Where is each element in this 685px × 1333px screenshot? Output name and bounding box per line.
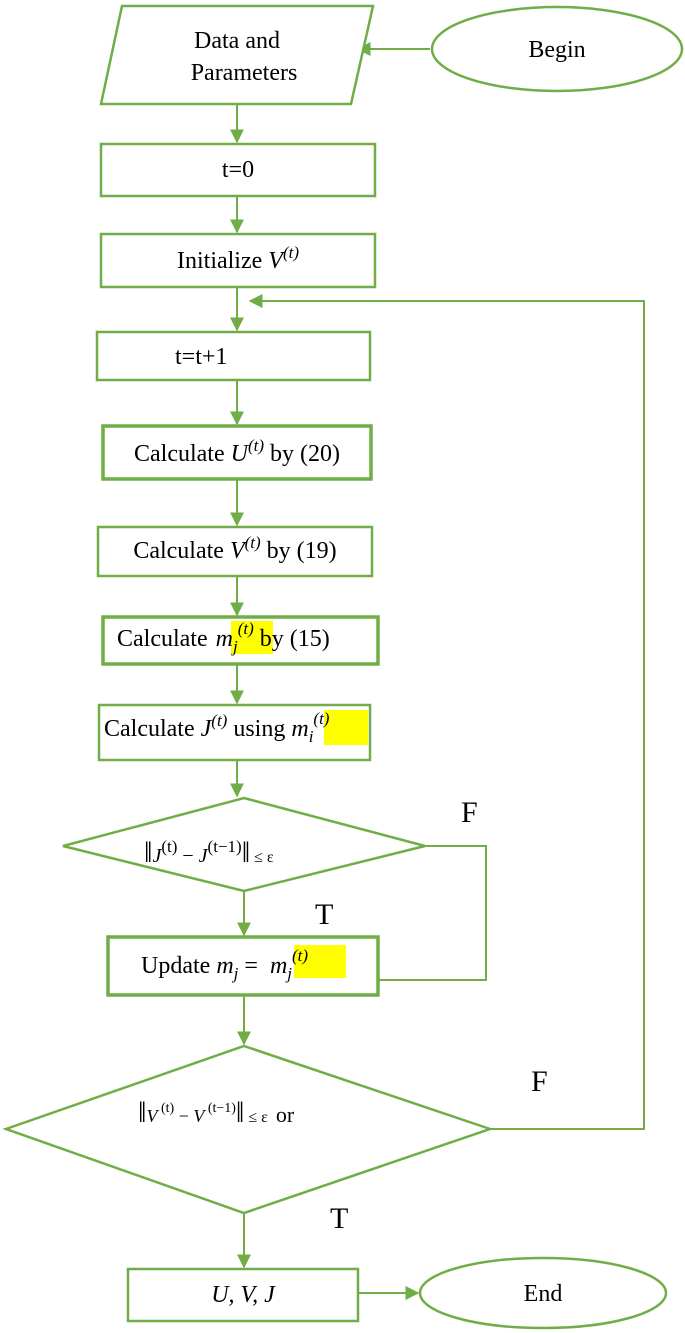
calc-u-node: Calculate U(t) by (20) (101, 424, 373, 481)
data-node: Data and Parameters (99, 4, 375, 106)
data-label-line2: Parameters (191, 60, 298, 86)
highlight-update-mj (294, 945, 346, 978)
tinc-node: t=t+1 (95, 330, 372, 382)
calc-j-node: Calculate J(t) using mi(t) (97, 703, 372, 762)
calc-j-label: Calculate J(t) using mi(t) (104, 709, 330, 746)
cond1-expression: ‖J(t) − J(t−1)‖≤ ε (144, 836, 274, 869)
begin-label: Begin (528, 37, 585, 63)
t0-node: t=0 (99, 142, 377, 198)
output-label: U, V, J (211, 1282, 276, 1308)
begin-node: Begin (430, 5, 684, 93)
update-label: Update mj = mj(t) (141, 946, 308, 983)
cond1-false-label: F (461, 796, 478, 829)
calc-m-node: Calculate mj(t) by (15) (101, 615, 380, 666)
calc-u-label: Calculate U(t) by (20) (134, 436, 340, 467)
update-node: Update mj = mj(t) (106, 935, 380, 997)
highlight-mj (231, 621, 273, 654)
arrow-cond2-false-loop (248, 294, 645, 1130)
init-label: Initialize V(t) (177, 243, 299, 274)
highlight-mi (324, 710, 368, 745)
cond2-true-label: T (330, 1202, 348, 1235)
end-node: End (418, 1256, 668, 1330)
calc-v-label: Calculate V(t) by (19) (133, 533, 336, 564)
cond1-true-label: T (315, 898, 333, 931)
data-label-line1: Data and (194, 28, 280, 54)
init-node: Initialize V(t) (99, 232, 377, 289)
calc-v-node: Calculate V(t) by (19) (96, 525, 374, 578)
tinc-label: t=t+1 (175, 344, 227, 370)
cond1-node: ‖J(t) − J(t−1)‖≤ ε (62, 796, 426, 893)
end-label: End (524, 1281, 563, 1307)
output-node: U, V, J (126, 1267, 360, 1323)
cond2-false-label: F (531, 1065, 548, 1098)
calc-m-label: Calculate mj(t) by (15) (117, 619, 330, 656)
t0-label: t=0 (222, 157, 254, 183)
